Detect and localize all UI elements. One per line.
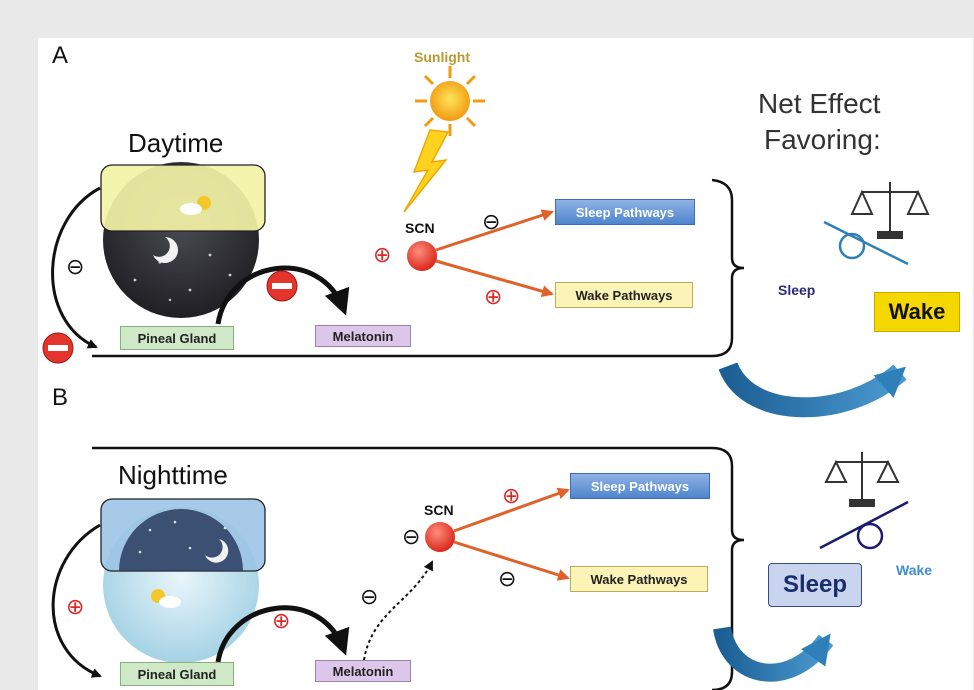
period-label-nighttime: Nighttime — [118, 460, 228, 490]
scn-label-b: SCN — [424, 502, 454, 518]
scale-big-label-b: Sleep — [768, 563, 862, 607]
plus-symbol-b1: ⊕ — [502, 483, 521, 508]
pineal-gland-box-b: Pineal Gland — [120, 662, 234, 686]
wake-pathways-box-b: Wake Pathways — [570, 566, 708, 592]
plus-symbol-a2: ⊕ — [484, 284, 503, 309]
day-night-disc-b — [100, 498, 266, 663]
sunlight-label: Sunlight — [414, 49, 470, 65]
day-night-disc-a — [100, 162, 266, 318]
scale-small-label-b: Wake — [896, 562, 933, 578]
panel-letter-b: B — [52, 384, 69, 411]
minus-symbol-a2: ⊖ — [66, 254, 85, 279]
inhibit-badge-a1 — [42, 332, 74, 364]
cloud-icon — [180, 203, 202, 215]
scn-node-a — [407, 241, 437, 271]
lightning-icon — [403, 129, 450, 213]
sleep-pathways-box-a: Sleep Pathways — [555, 199, 695, 225]
minus-symbol-b2: ⊖ — [498, 566, 517, 591]
net-effect-line1: Net Effect — [758, 88, 881, 119]
moon-icon — [153, 236, 179, 263]
scale-big-label-a: Wake — [874, 292, 960, 332]
sun-icon — [415, 66, 485, 136]
inhibit-badge-a2 — [266, 270, 298, 302]
scn-node-b — [425, 522, 455, 552]
scale-small-label-a: Sleep — [778, 282, 816, 298]
net-effect-line2: Favoring: — [764, 124, 881, 155]
melatonin-box-b: Melatonin — [315, 660, 411, 682]
scn-label-a: SCN — [405, 220, 435, 236]
plus-symbol-a1: ⊕ — [373, 242, 392, 267]
sleep-pathways-box-b: Sleep Pathways — [570, 473, 710, 499]
plus-symbol-b2: ⊕ — [66, 594, 85, 619]
minus-symbol-b1: ⊖ — [402, 524, 421, 549]
balance-scale-icon-b — [824, 452, 900, 507]
panel-letter-a: A — [52, 42, 69, 69]
wake-pathways-box-a: Wake Pathways — [555, 282, 693, 308]
balance-scale-icon-a — [850, 182, 930, 239]
minus-symbol-b3: ⊖ — [360, 584, 379, 609]
melatonin-box-a: Melatonin — [315, 325, 411, 347]
pineal-gland-box-a: Pineal Gland — [120, 326, 234, 350]
moon-icon-b — [205, 539, 229, 563]
period-label-daytime: Daytime — [128, 128, 224, 158]
plus-symbol-b3: ⊕ — [272, 608, 291, 633]
minus-symbol-a1: ⊖ — [482, 209, 501, 234]
